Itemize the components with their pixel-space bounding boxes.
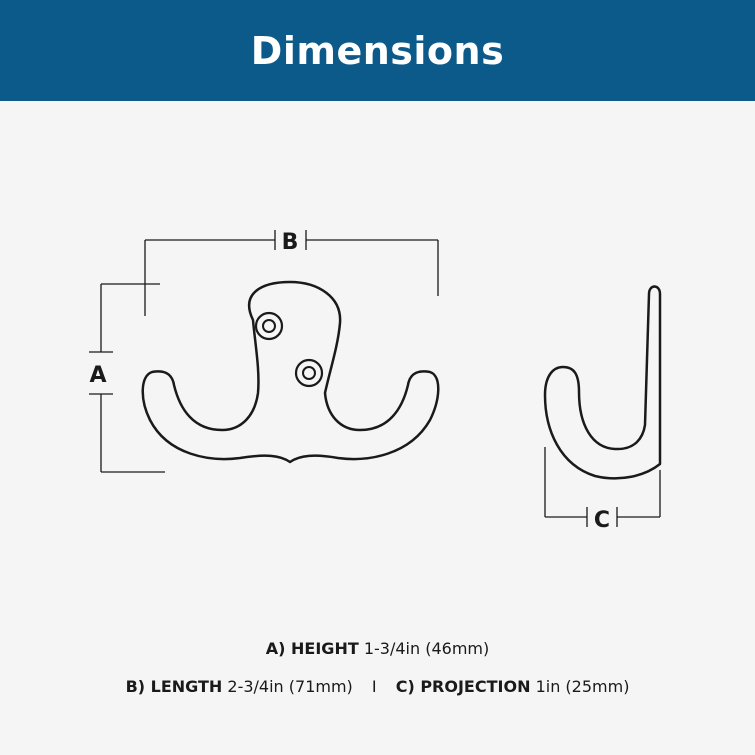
spec-height-value: 1-3/4in (46mm) <box>363 639 490 658</box>
spec-height-label: A) HEIGHT <box>265 639 359 658</box>
dimension-b-label: B <box>282 230 299 255</box>
spec-length-value: 2-3/4in (71mm) <box>227 677 353 696</box>
screw-hole-icon <box>254 311 284 341</box>
spec-projection-label: C) PROJECTION <box>395 677 531 696</box>
dimension-b-lines <box>144 230 439 316</box>
double-hook-front-view <box>141 280 440 464</box>
spec-height: A) HEIGHT 1-3/4in (46mm) <box>0 639 755 658</box>
screw-hole-icon <box>294 358 324 388</box>
dimension-diagram: B A C <box>89 230 662 533</box>
dimension-a-lines <box>89 283 165 473</box>
dimension-c-lines <box>544 447 661 527</box>
page-title: Dimensions <box>250 28 505 73</box>
header-banner: Dimensions <box>0 0 755 101</box>
dimension-a-label: A <box>89 363 106 388</box>
spec-row-length-projection: B) LENGTH 2-3/4in (71mm) I C) PROJECTION… <box>0 677 755 696</box>
spec-projection-value: 1in (25mm) <box>535 677 630 696</box>
spec-length-label: B) LENGTH <box>125 677 223 696</box>
dimension-c-label: C <box>594 508 610 533</box>
spec-separator: I <box>371 677 377 696</box>
hook-side-view <box>543 285 662 480</box>
